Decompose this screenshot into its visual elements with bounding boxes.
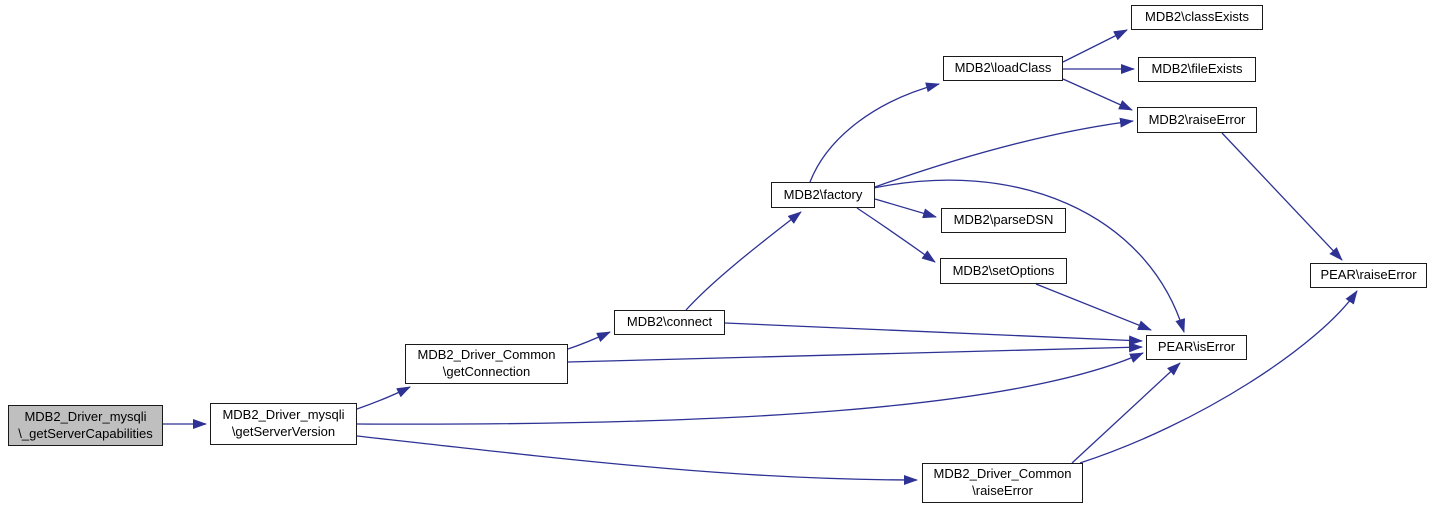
edge-getserverversion-to-peariserror bbox=[356, 352, 1144, 425]
edge-factory-to-mdb2raiseerror bbox=[874, 117, 1134, 188]
edge-loadclass-to-mdb2raiseerror bbox=[1062, 78, 1133, 111]
node-getserverversion[interactable]: MDB2_Driver_mysqli \getServerVersion bbox=[210, 403, 357, 445]
node-dcraiseerror[interactable]: MDB2_Driver_Common \raiseError bbox=[922, 463, 1083, 503]
node-getservercapabilities: MDB2_Driver_mysqli \_getServerCapabiliti… bbox=[8, 405, 163, 446]
edge-connect-to-factory bbox=[685, 211, 802, 311]
edge-getconnection-to-connect bbox=[567, 331, 611, 350]
node-pearraiseerror[interactable]: PEAR\raiseError bbox=[1310, 263, 1427, 288]
node-getconnection[interactable]: MDB2_Driver_Common \getConnection bbox=[405, 344, 568, 384]
edge-dcraiseerror-to-pearraiseerror bbox=[1079, 290, 1358, 464]
edge-setoptions-to-peariserror bbox=[1035, 283, 1152, 331]
edge-getserverversion-to-dcraiseerror bbox=[356, 435, 918, 485]
edge-getconnection-to-peariserror bbox=[567, 342, 1143, 363]
node-mdb2raiseerror[interactable]: MDB2\raiseError bbox=[1137, 107, 1257, 133]
node-peariserror[interactable]: PEAR\isError bbox=[1146, 335, 1247, 360]
node-classexists[interactable]: MDB2\classExists bbox=[1131, 5, 1263, 30]
edge-getserverversion-to-getconnection bbox=[356, 386, 411, 410]
edge-factory-to-peariserror bbox=[868, 179, 1186, 333]
edge-connect-to-peariserror bbox=[724, 322, 1143, 346]
node-fileexists[interactable]: MDB2\fileExists bbox=[1138, 57, 1256, 82]
edge-factory-to-loadclass bbox=[809, 82, 940, 183]
node-connect[interactable]: MDB2\connect bbox=[614, 310, 725, 335]
node-factory[interactable]: MDB2\factory bbox=[771, 182, 875, 208]
edge-factory-to-parsedsn bbox=[874, 198, 937, 219]
node-setoptions[interactable]: MDB2\setOptions bbox=[940, 258, 1067, 284]
edge-dcraiseerror-to-peariserror bbox=[1071, 362, 1181, 464]
node-parsedsn[interactable]: MDB2\parseDSN bbox=[941, 208, 1066, 233]
edge-loadclass-to-classexists bbox=[1062, 29, 1128, 63]
edge-mdb2raiseerror-to-pearraiseerror bbox=[1221, 132, 1343, 261]
edge-factory-to-setoptions bbox=[856, 207, 936, 263]
node-loadclass[interactable]: MDB2\loadClass bbox=[943, 56, 1063, 81]
